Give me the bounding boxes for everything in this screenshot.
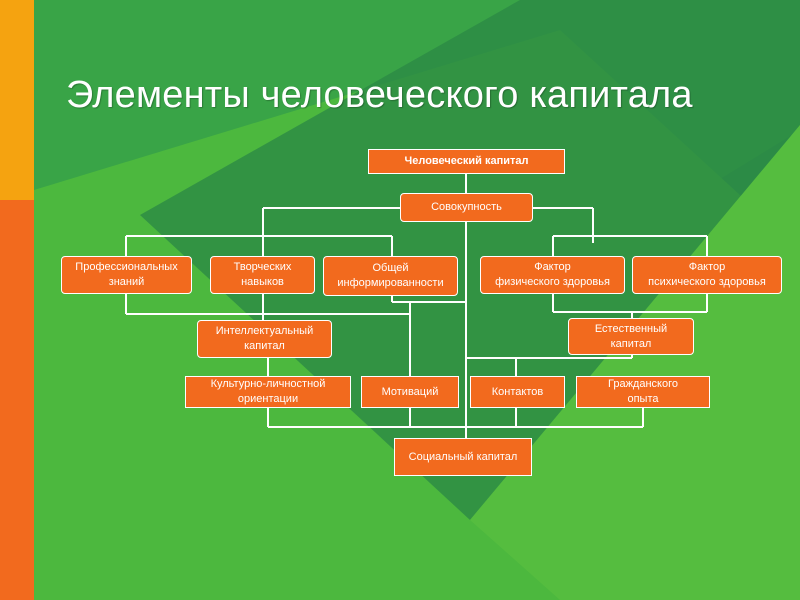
node-physical-health: Фактор физического здоровья xyxy=(480,256,625,294)
slide-title: Элементы человеческого капитала xyxy=(66,74,693,116)
node-civic-experience: Гражданского опыта xyxy=(576,376,710,408)
node-creative-skills: Творческих навыков xyxy=(210,256,315,294)
node-motivations: Мотиваций xyxy=(361,376,459,408)
node-totality: Совокупность xyxy=(400,193,533,222)
node-natural-capital: Естественный капитал xyxy=(568,318,694,355)
node-professional-knowledge: Профессиональных знаний xyxy=(61,256,192,294)
node-cultural-orientation: Культурно-личностной ориентации xyxy=(185,376,351,408)
node-general-awareness: Общей информированности xyxy=(323,256,458,296)
node-contacts: Контактов xyxy=(470,376,565,408)
node-intellectual-capital: Интеллектуальный капитал xyxy=(197,320,332,358)
node-social-capital: Социальный капитал xyxy=(394,438,532,476)
node-human-capital: Человеческий капитал xyxy=(368,149,565,174)
node-mental-health: Фактор психического здоровья xyxy=(632,256,782,294)
